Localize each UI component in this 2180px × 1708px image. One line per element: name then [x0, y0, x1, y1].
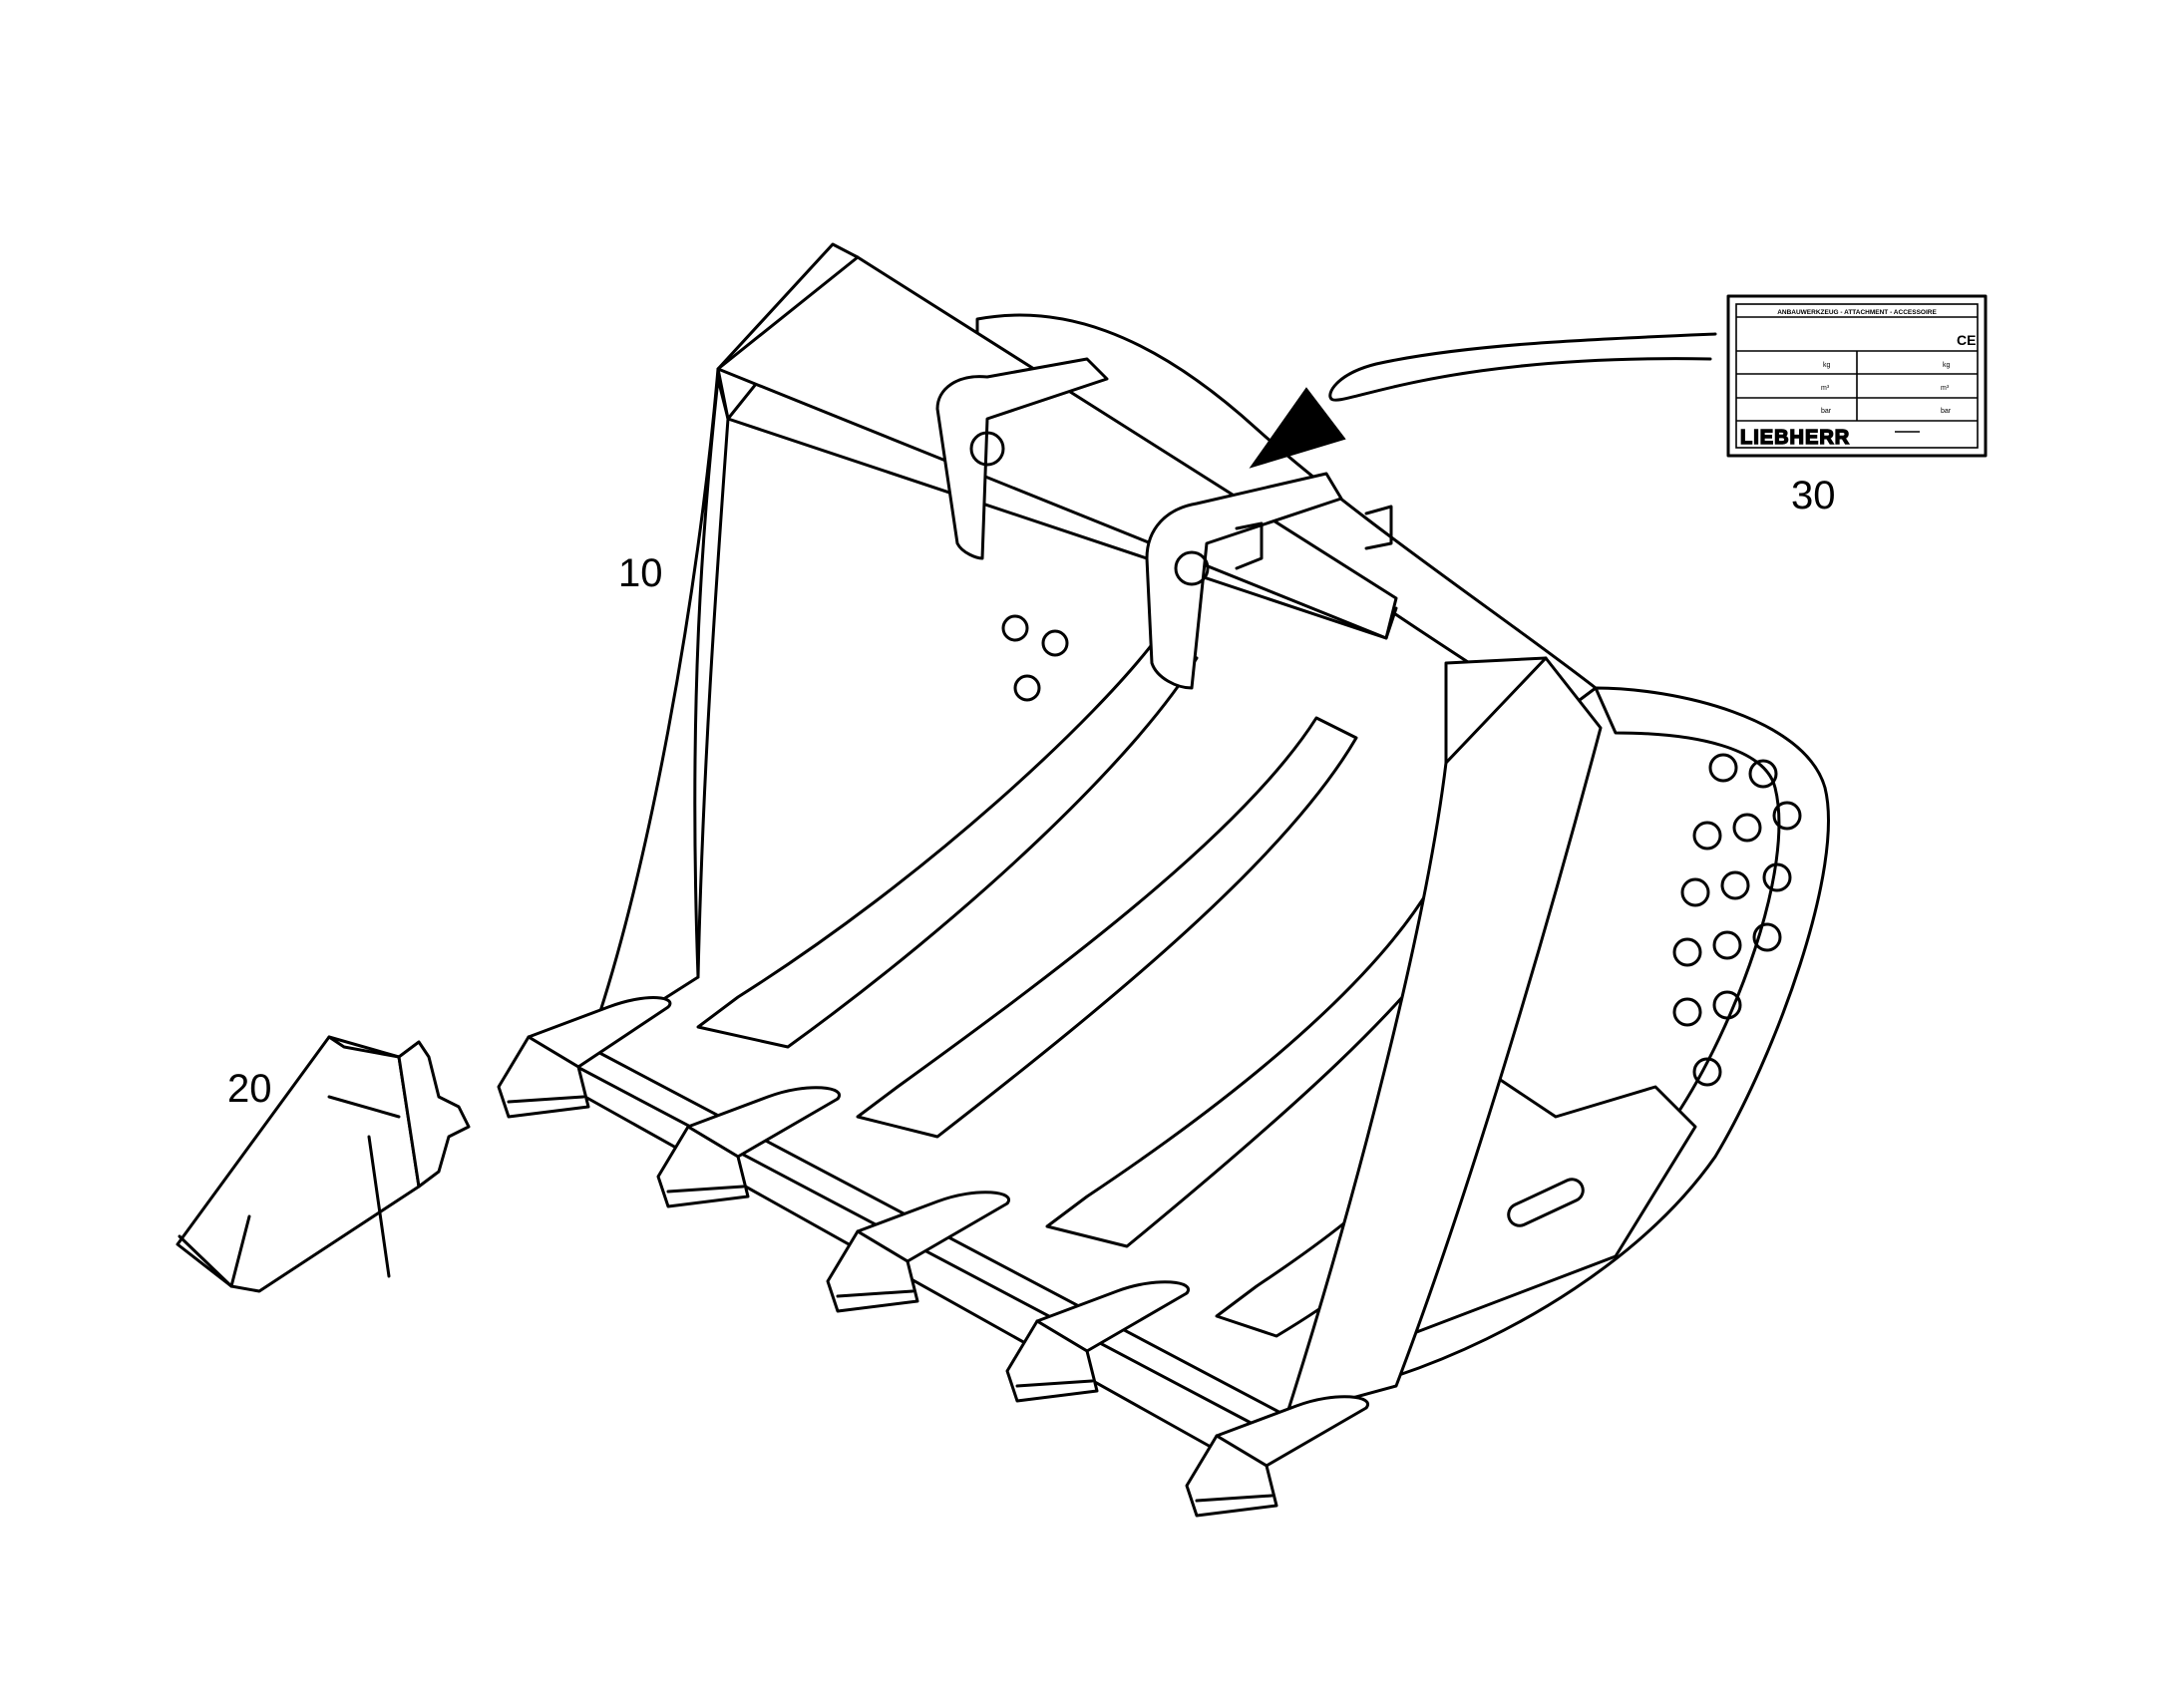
callout-10: 10 — [618, 551, 663, 595]
bucket-teeth — [497, 996, 1370, 1518]
bucket-body — [556, 242, 1830, 1458]
side-plate-holes — [1001, 614, 1802, 1087]
brand-logo: LIEBHERR — [1740, 427, 1850, 449]
nameplate-header: ANBAUWERKZEUG - ATTACHMENT - ACCESSOIRE — [1777, 309, 1937, 316]
unit-left-0: kg — [1823, 362, 1831, 369]
unit-right-2: bar — [1941, 408, 1952, 415]
ce-mark: CE — [1957, 332, 1976, 348]
nameplate: ANBAUWERKZEUG - ATTACHMENT - ACCESSOIRE … — [1726, 294, 1988, 458]
unit-right-0: kg — [1943, 362, 1951, 369]
detached-tooth — [176, 1035, 471, 1293]
unit-left-2: bar — [1821, 408, 1832, 415]
callout-30: 30 — [1791, 474, 1836, 517]
unit-right-1: m³ — [1941, 385, 1950, 392]
unit-left-1: m³ — [1821, 385, 1830, 392]
nameplate-pointer-arrow — [1249, 332, 1717, 469]
callout-20: 20 — [227, 1067, 272, 1111]
